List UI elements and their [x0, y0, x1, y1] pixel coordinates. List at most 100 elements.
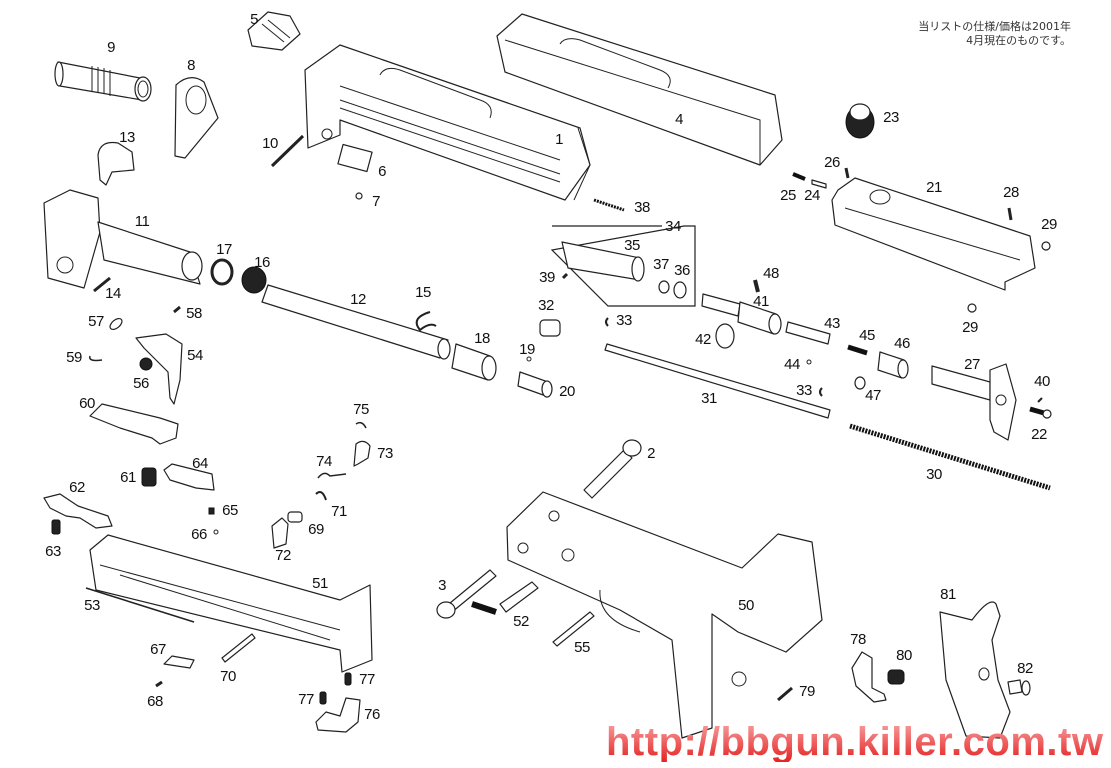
part-60: [89, 403, 179, 445]
part-label-77: 77: [298, 691, 314, 708]
part-69: [287, 511, 303, 523]
part-label-52: 52: [513, 613, 529, 630]
part-73: [353, 440, 371, 467]
part-label-81: 81: [940, 586, 956, 603]
part-63: [51, 519, 61, 535]
part-19: [526, 356, 532, 362]
part-64: [163, 463, 215, 491]
part-label-4: 4: [675, 111, 683, 128]
note-line-1: 当リストの仕様/価格は2001年: [918, 20, 1071, 33]
part-75: [355, 421, 367, 429]
part-72: [271, 517, 289, 549]
part-label-41: 41: [753, 293, 769, 310]
part-33-a: [605, 317, 609, 327]
part-label-20: 20: [559, 383, 575, 400]
part-20: [517, 371, 553, 398]
part-65: [208, 507, 215, 515]
part-label-64: 64: [192, 455, 208, 472]
part-label-72: 72: [275, 547, 291, 564]
part-label-44: 44: [784, 356, 800, 373]
part-label-62: 62: [69, 479, 85, 496]
part-13: [97, 141, 135, 186]
part-55: [552, 611, 595, 647]
part-76: [315, 697, 361, 733]
part-16: [241, 266, 267, 294]
part-label-18: 18: [474, 330, 490, 347]
part-42: [715, 323, 735, 349]
part-label-9: 9: [107, 39, 115, 56]
part-label-82: 82: [1017, 660, 1033, 677]
part-label-2: 2: [647, 445, 655, 462]
part-label-19: 19: [519, 341, 535, 358]
part-label-23: 23: [883, 109, 899, 126]
part-24: [811, 179, 827, 189]
part-47: [854, 376, 866, 390]
part-label-63: 63: [45, 543, 61, 560]
part-label-39: 39: [539, 269, 555, 286]
part-label-15: 15: [415, 284, 431, 301]
part-57: [109, 317, 123, 331]
part-66: [213, 529, 219, 535]
part-label-6: 6: [378, 163, 386, 180]
part-62: [43, 493, 113, 529]
part-label-59: 59: [66, 349, 82, 366]
part-51: [89, 534, 373, 673]
group-label-34: 34: [665, 218, 681, 235]
part-label-31: 31: [701, 390, 717, 407]
date-note: 当リストの仕様/価格は2001年 4月現在のものです。: [918, 20, 1071, 48]
part-label-33: 33: [616, 312, 632, 329]
part-label-37: 37: [653, 256, 669, 273]
part-31: [604, 343, 831, 419]
part-53: [85, 587, 195, 623]
part-37: [658, 280, 670, 294]
part-label-28: 28: [1003, 184, 1019, 201]
part-21: [831, 177, 1036, 291]
part-label-56: 56: [133, 375, 149, 392]
part-6: [337, 143, 373, 173]
part-67: [163, 655, 195, 669]
part-25: [792, 172, 806, 181]
part-59: [89, 355, 103, 362]
part-label-42: 42: [695, 331, 711, 348]
part-label-5: 5: [250, 11, 258, 28]
part-18: [451, 343, 497, 381]
part-26: [844, 167, 850, 179]
part-label-8: 8: [187, 57, 195, 74]
part-label-27: 27: [964, 356, 980, 373]
part-label-48: 48: [763, 265, 779, 282]
part-22: [1029, 406, 1052, 419]
part-35: [561, 241, 645, 282]
part-36: [673, 281, 687, 299]
part-29-b: [967, 303, 977, 313]
part-81: [939, 601, 1011, 739]
part-label-3: 3: [438, 577, 446, 594]
part-52: [471, 581, 539, 615]
part-label-53: 53: [84, 597, 100, 614]
part-label-75: 75: [353, 401, 369, 418]
part-label-7: 7: [372, 193, 380, 210]
part-label-80: 80: [896, 647, 912, 664]
part-7: [355, 192, 363, 200]
part-32: [539, 319, 561, 337]
part-label-77: 77: [359, 671, 375, 688]
part-61: [141, 467, 157, 487]
part-30: [849, 423, 1051, 491]
part-label-71: 71: [331, 503, 347, 520]
part-2: [583, 439, 642, 499]
part-58: [173, 305, 181, 314]
part-label-40: 40: [1034, 373, 1050, 390]
part-70: [221, 633, 256, 663]
part-label-76: 76: [364, 706, 380, 723]
part-label-70: 70: [220, 668, 236, 685]
part-label-33: 33: [796, 382, 812, 399]
part-label-46: 46: [894, 335, 910, 352]
part-label-78: 78: [850, 631, 866, 648]
part-label-17: 17: [216, 241, 232, 258]
part-label-54: 54: [187, 347, 203, 364]
part-label-61: 61: [120, 469, 136, 486]
part-45: [847, 344, 868, 356]
part-3: [436, 569, 497, 619]
part-label-30: 30: [926, 466, 942, 483]
part-label-26: 26: [824, 154, 840, 171]
